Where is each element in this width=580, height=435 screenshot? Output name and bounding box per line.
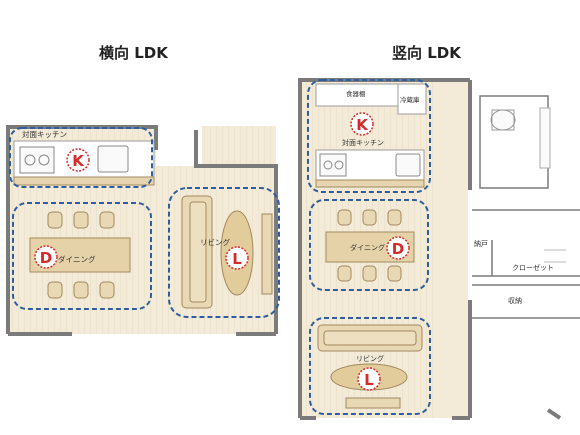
- right-tv-board: [345, 397, 401, 409]
- left-kitchen-bar: [13, 176, 155, 186]
- right-marker-d-letter: D: [392, 240, 404, 258]
- right-marker-l-letter: L: [364, 371, 374, 389]
- left-stove: [19, 146, 55, 174]
- left-dining-zone: [12, 202, 152, 310]
- right-living-zone: [309, 317, 431, 415]
- right-corridor-floor: [434, 80, 468, 418]
- right-sink: [395, 153, 421, 177]
- left-marker-l-letter: L: [232, 250, 242, 268]
- right-pantry-label: 食器棚: [346, 89, 366, 98]
- left-kitchen-label: 対面キッチン: [22, 129, 67, 139]
- right-kitchen-label: 対面キッチン: [342, 138, 384, 147]
- right-marker-k: K: [350, 112, 374, 136]
- left-marker-d: D: [34, 245, 58, 269]
- right-stove: [319, 153, 347, 177]
- right-shuno-label: 収納: [508, 296, 522, 305]
- right-kitchen-zone: [307, 79, 431, 193]
- left-dining-label: ダイニング: [58, 254, 96, 264]
- left-marker-d-letter: D: [40, 249, 52, 267]
- left-dining-chairs: [47, 211, 115, 299]
- left-sofa: [181, 195, 213, 309]
- left-marker-l: L: [225, 246, 249, 270]
- right-living-label: リビング: [356, 354, 384, 363]
- right-closet-doors: [544, 249, 566, 263]
- left-living-label: リビング: [200, 237, 230, 247]
- right-kitchen-bar: [315, 179, 425, 188]
- left-tv-board: [261, 213, 273, 295]
- right-storage-label: 納戸: [474, 239, 488, 248]
- right-marker-l: L: [357, 367, 381, 391]
- right-marker-k-letter: K: [356, 116, 369, 134]
- left-marker-k-letter: K: [72, 152, 85, 170]
- left-kitchen-zone: [9, 127, 153, 188]
- left-living-zone: [168, 187, 280, 318]
- right-dining-zone: [309, 199, 429, 291]
- right-sofa: [317, 324, 423, 352]
- left-marker-k: K: [66, 148, 90, 172]
- left-plan-title: 横向 LDK: [99, 44, 168, 62]
- right-side-rooms: [472, 95, 580, 319]
- right-plan-title: 竖向 LDK: [392, 44, 461, 62]
- right-dining-label: ダイニング: [350, 243, 385, 252]
- right-floor-plan: 食器棚 冷蔵庫 対面キッチン ダイニング リビング: [298, 78, 580, 420]
- left-floor-plan: 対面キッチン ダイニング リビング K: [6, 125, 280, 336]
- right-closet-label: クローゼット: [512, 263, 554, 272]
- right-marker-d: D: [386, 236, 410, 260]
- right-dining-chairs: [337, 209, 402, 282]
- left-sink: [97, 145, 129, 173]
- right-fridge-label: 冷蔵庫: [400, 95, 420, 104]
- right-fridge: [397, 83, 427, 115]
